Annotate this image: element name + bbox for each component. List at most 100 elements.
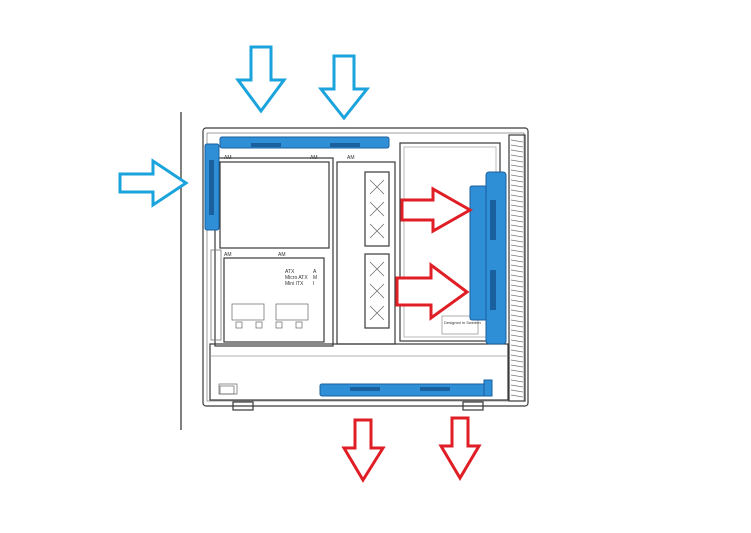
case-foot-left [232, 401, 254, 411]
drive-bay-lower [364, 253, 390, 329]
grille-slat [510, 224, 524, 228]
grille-slat [510, 324, 524, 328]
grille-slat [510, 379, 524, 383]
grille-slat [510, 209, 524, 213]
grille-slat [510, 384, 524, 388]
case-body [202, 127, 529, 411]
grille-slat [510, 349, 524, 353]
psu-brand-text: Designed in Sweden [444, 320, 481, 325]
lower-tray-panel [223, 257, 325, 343]
upper-tray-panel [219, 161, 330, 249]
grille-slat [510, 344, 524, 348]
case-frame [202, 127, 529, 407]
grille-slat [510, 319, 524, 323]
drive-bay-details [219, 179, 385, 395]
arrow-exhaust-icon [400, 186, 474, 234]
front-fan-stack-outer [485, 171, 507, 345]
front-vent-grille [508, 134, 526, 402]
grille-slat [510, 284, 524, 288]
top-fan-pair [219, 136, 390, 149]
mobo-label-mini-itx: Mini ITX [285, 281, 304, 287]
grille-slat [510, 149, 524, 153]
grille-slat [510, 299, 524, 303]
grille-slat [510, 179, 524, 183]
grille-slat [510, 174, 524, 178]
bottom-fan-1-hub [350, 387, 380, 391]
grille-slat [510, 339, 524, 343]
psu-plate [441, 315, 479, 335]
grille-slat [510, 304, 524, 308]
grille-slat [510, 159, 524, 163]
mount-label-top-right: AM [347, 155, 355, 161]
grille-slat [510, 389, 524, 393]
grille-slat [510, 329, 524, 333]
motherboard-tray [214, 157, 334, 347]
grille-slat [510, 309, 524, 313]
bottom-fan-end-cap [483, 379, 493, 397]
grille-slat [510, 314, 524, 318]
grille-slat [510, 259, 524, 263]
grille-slat [510, 214, 524, 218]
psu-shroud [209, 343, 509, 401]
mount-label-top-mid: AM [310, 155, 318, 161]
grille-slat [510, 194, 524, 198]
mobo-hole-a: A [313, 269, 317, 275]
grille-slat [510, 364, 524, 368]
arrow-intake-icon [317, 54, 371, 121]
arrow-intake-icon [118, 158, 189, 208]
grille-slat [510, 154, 524, 158]
mount-label-center-mid: AM [278, 252, 286, 258]
fans [204, 136, 507, 397]
grille-slat [510, 359, 524, 363]
bottom-fan-pair [319, 383, 489, 397]
grille-slat [510, 229, 524, 233]
mobo-hole-m: M [313, 275, 317, 281]
mobo-label-micro-atx: Micro ATX [285, 275, 308, 281]
exhaust-arrows [341, 186, 482, 483]
grille-slat [510, 199, 524, 203]
arrow-exhaust-icon [438, 416, 482, 481]
mobo-label-atx: ATX [285, 269, 295, 275]
rear-io-bracket [210, 249, 222, 341]
grille-slat [510, 369, 524, 373]
case-text-labels: AM AM AM AM AM ATX Micro ATX Mini ITX A … [224, 155, 481, 325]
arrow-exhaust-icon [341, 418, 386, 483]
grille-slat [510, 394, 524, 398]
grille-slat [510, 204, 524, 208]
grille-slat [510, 189, 524, 193]
arrow-exhaust-icon [395, 262, 470, 321]
grille-slat [510, 144, 524, 148]
grille-slat [510, 169, 524, 173]
grille-slat [510, 274, 524, 278]
grille-slat [510, 184, 524, 188]
front-fan-stack-inner [469, 185, 488, 321]
grille-slat [510, 279, 524, 283]
grille-slat [510, 269, 524, 273]
mobo-hole-i: I [313, 281, 314, 287]
mount-label-top-left: AM [224, 155, 232, 161]
grille-slat [510, 249, 524, 253]
grille-slat [510, 234, 524, 238]
grille-slat [510, 164, 524, 168]
top-fan-1-hub [251, 143, 281, 147]
front-fan-1-hub [490, 200, 496, 240]
drive-cage [336, 161, 396, 345]
arrow-intake-icon [235, 45, 287, 114]
top-fan-2-hub [330, 143, 360, 147]
intake-arrows [118, 45, 371, 208]
grille-slat [510, 354, 524, 358]
grille-slat [510, 219, 524, 223]
grille-slats [510, 139, 524, 398]
grille-slat [510, 254, 524, 258]
case-inner-frame [206, 132, 525, 402]
case-foot-right [462, 401, 484, 411]
grille-slat [510, 239, 524, 243]
drive-bay-upper [364, 171, 390, 247]
grille-slat [510, 334, 524, 338]
mount-label-left-mid: AM [224, 252, 232, 258]
front-fan-2-hub [490, 270, 496, 310]
grille-slat [510, 294, 524, 298]
grille-slat [510, 289, 524, 293]
